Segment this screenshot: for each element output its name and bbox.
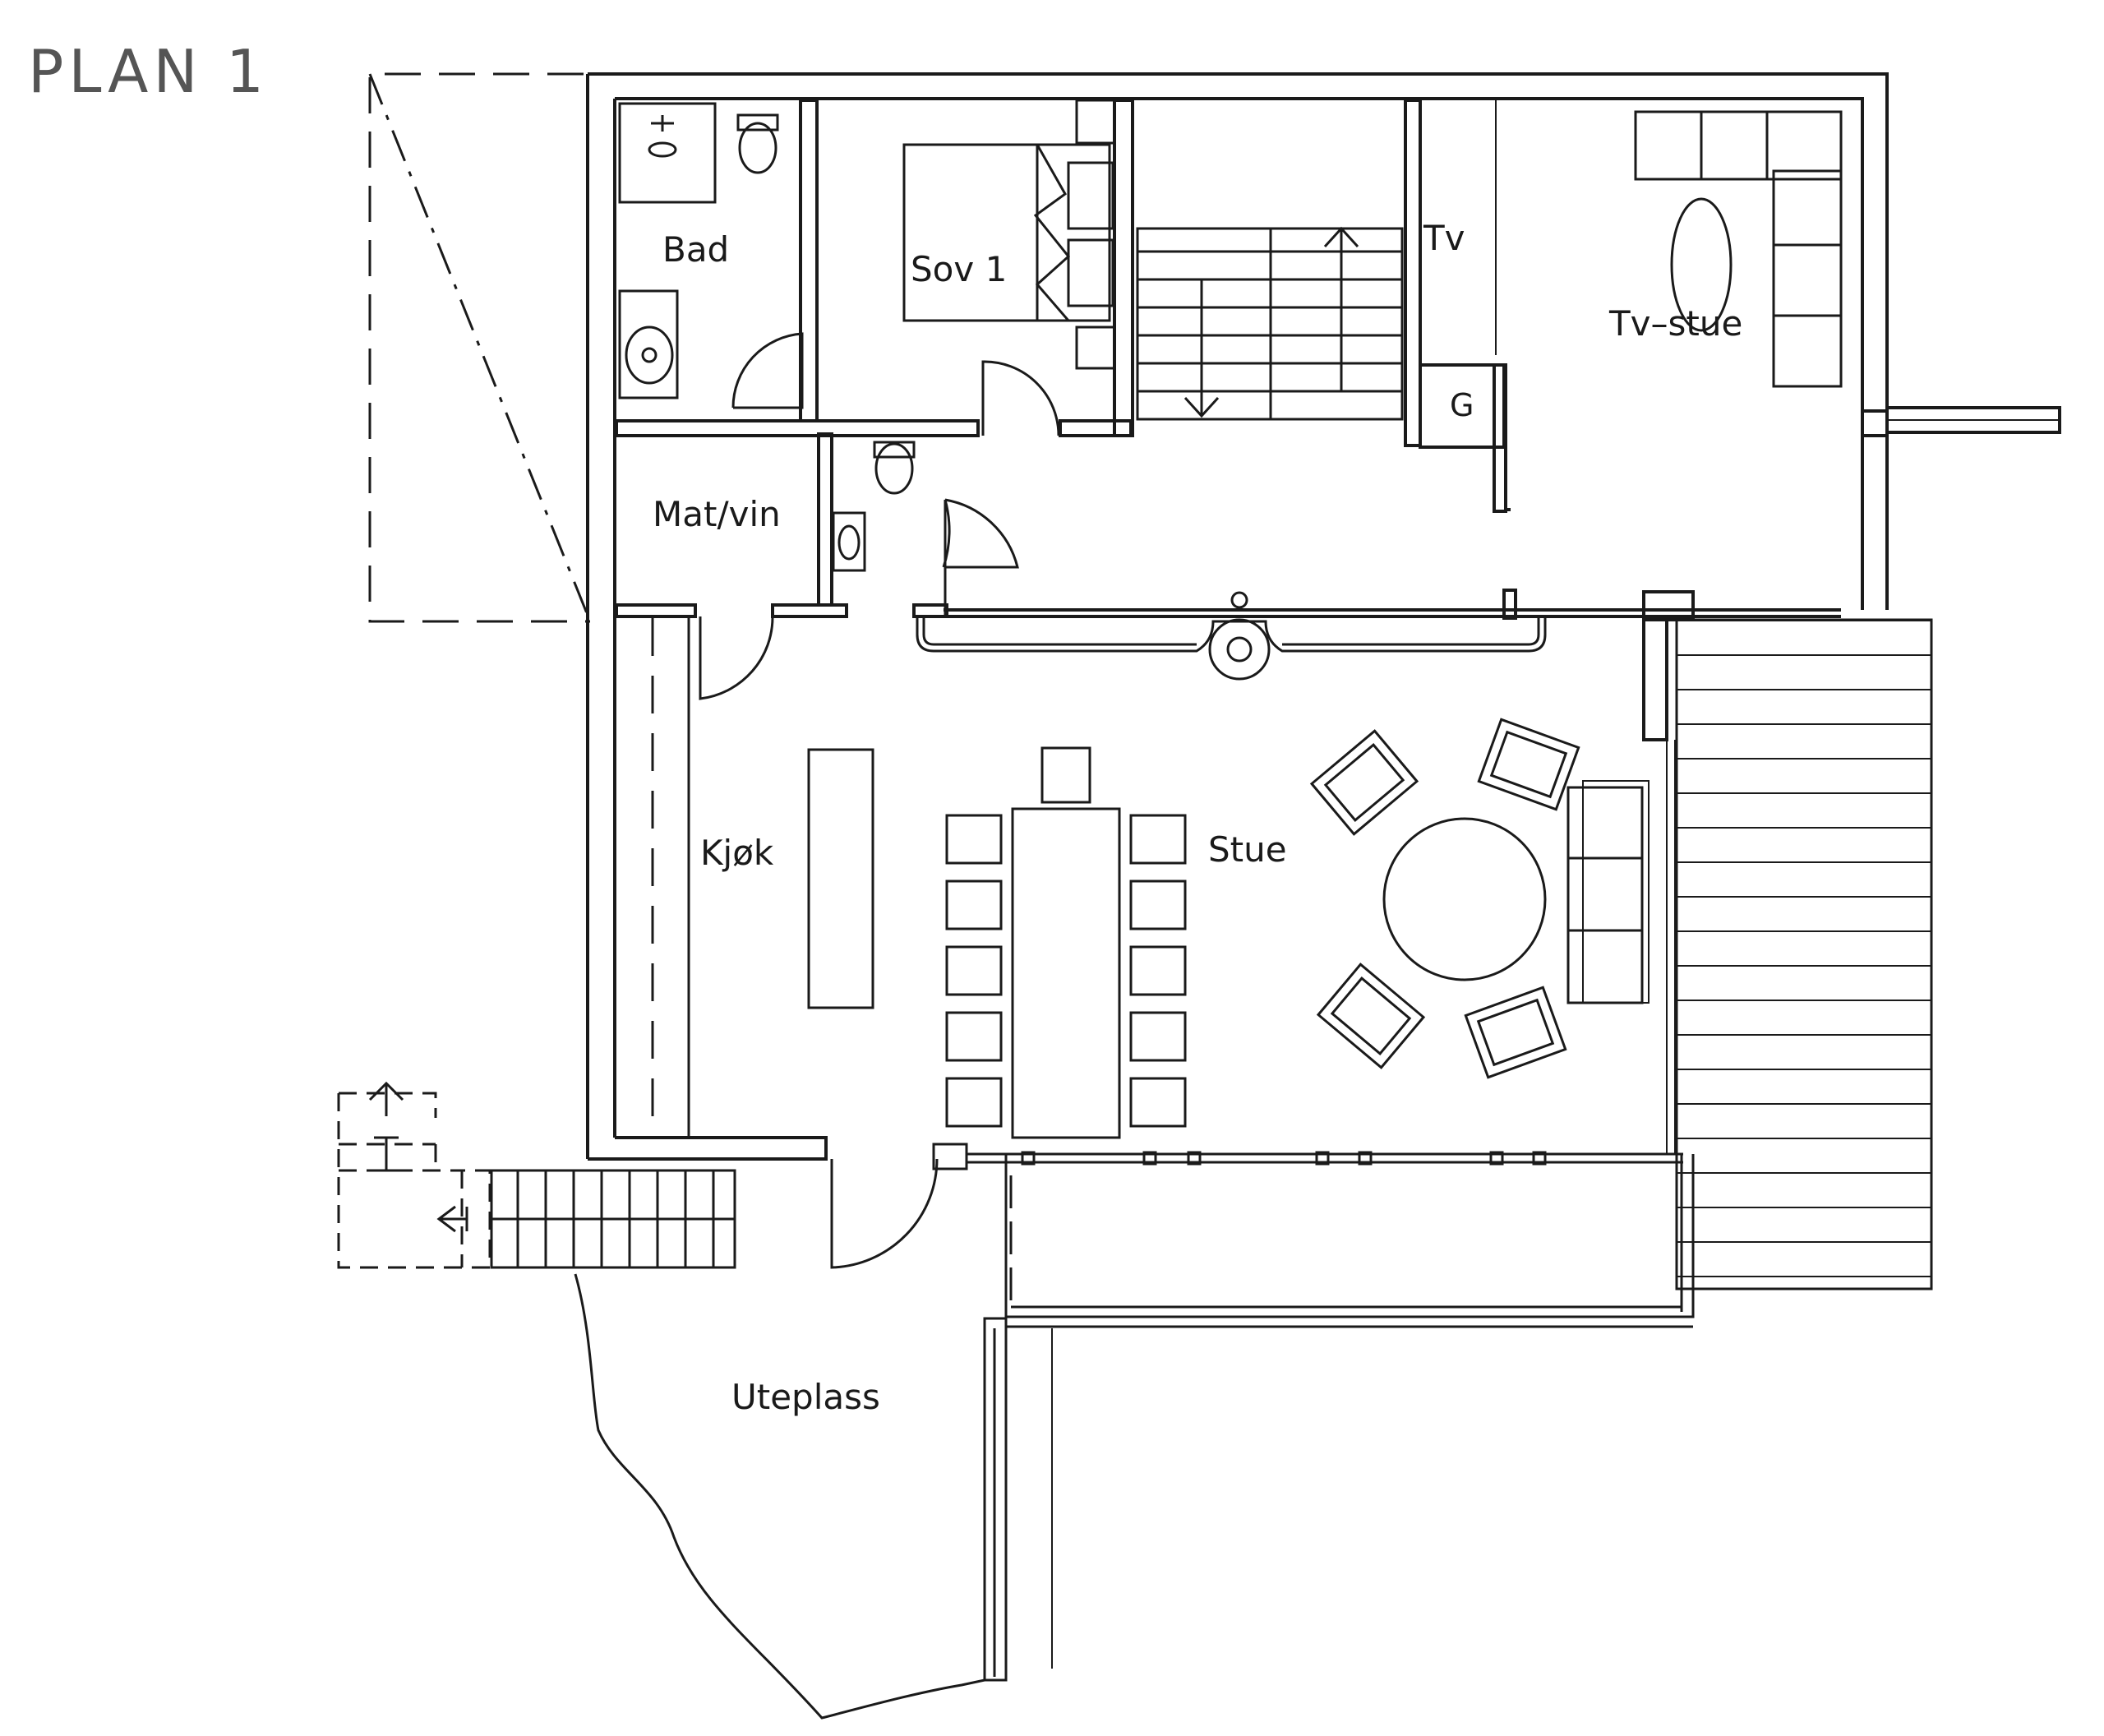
lounge-set — [1309, 718, 1650, 1079]
terrace-deck — [1004, 618, 1933, 1318]
room-label-stue: Stue — [1208, 829, 1287, 870]
staircase — [1136, 226, 1404, 421]
room-label-uteplass: Uteplass — [731, 1377, 880, 1417]
doors — [699, 332, 1060, 1269]
plan-title: PLAN 1 — [28, 37, 269, 106]
side-step-arrows — [368, 1081, 468, 1233]
dashed-side-steps — [337, 1092, 491, 1269]
exterior-walls — [586, 72, 1889, 1161]
fireplace — [916, 591, 1547, 681]
room-label-bad: Bad — [662, 229, 729, 270]
kitchen — [651, 618, 874, 1138]
entrance-steps — [490, 1169, 736, 1269]
room-label-tv: Tv — [1423, 218, 1465, 258]
room-label-kjok: Kjøk — [700, 833, 774, 873]
interior-walls — [615, 99, 2061, 741]
room-label-g: G — [1450, 387, 1474, 423]
outdoor-area — [574, 1273, 1693, 1720]
room-label-tv-stue: Tv–stue — [1608, 303, 1742, 344]
tv-room-furniture — [1495, 100, 1843, 388]
bathroom-fixtures — [618, 102, 916, 572]
dining-set — [945, 746, 1187, 1139]
bedroom-furniture — [902, 99, 1116, 370]
room-label-mat-vin: Mat/vin — [653, 494, 781, 534]
bottom-glazed-wall — [932, 740, 1683, 1170]
room-label-sov-1: Sov 1 — [911, 249, 1007, 289]
roof-overhang-outline — [368, 72, 592, 623]
